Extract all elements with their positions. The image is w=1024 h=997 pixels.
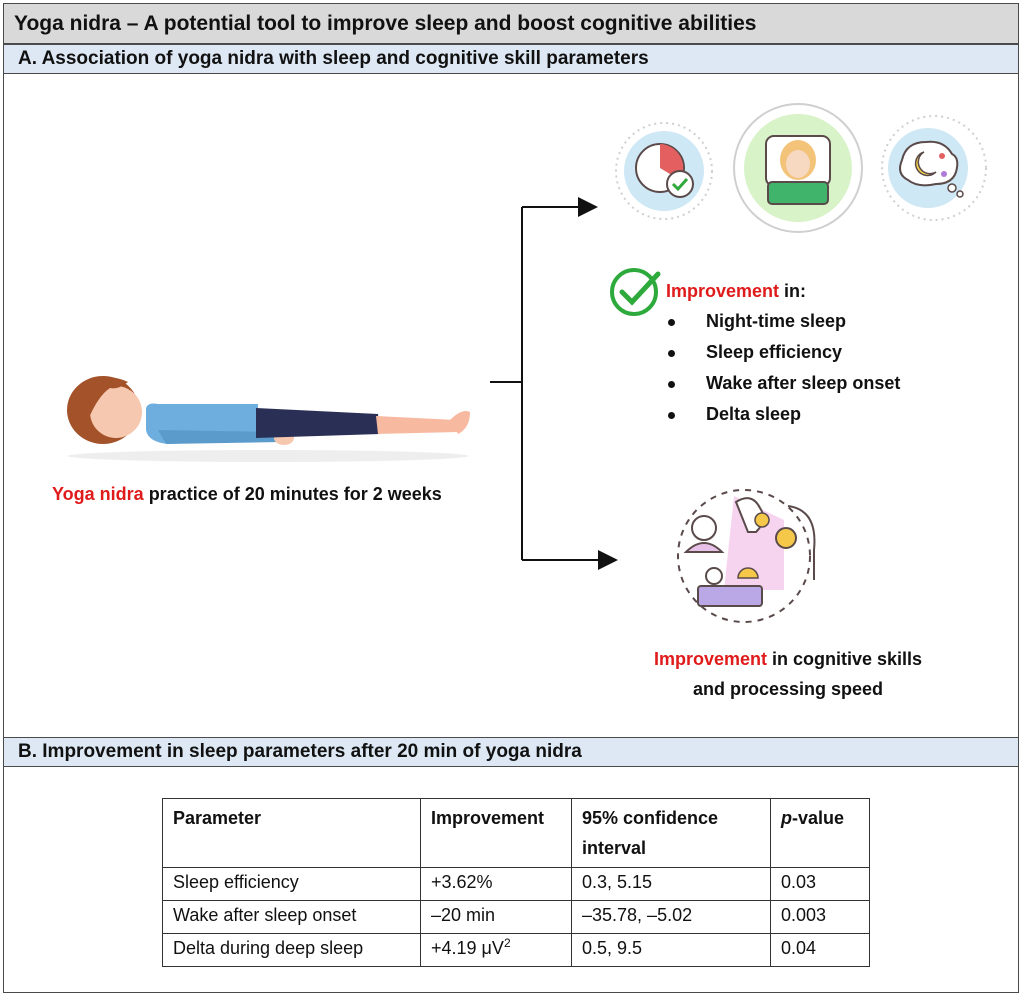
table-header-row: Parameter Improvement 95% confidence inte…: [162, 798, 870, 868]
figure-title: Yoga nidra – A potential tool to improve…: [4, 4, 1018, 44]
cell-p: 0.04: [770, 933, 870, 967]
moon-stars-icon: [899, 140, 964, 198]
cell-parameter: Sleep efficiency: [162, 867, 421, 901]
list-item: Sleep efficiency: [664, 337, 900, 368]
cell-improvement-sup: 2: [503, 936, 511, 950]
list-item-label: Wake after sleep onset: [706, 373, 901, 393]
list-item-label: Sleep efficiency: [706, 342, 843, 362]
sleeping-person-icon: [765, 135, 831, 205]
header-ci: 95% confidence interval: [571, 798, 771, 868]
check-circle-icon: [610, 268, 661, 316]
practice-caption: Yoga nidra practice of 20 minutes for 2 …: [52, 484, 442, 505]
practice-highlight: Yoga nidra: [52, 484, 144, 504]
sleep-improvement-heading: Improvement in:: [666, 281, 806, 302]
header-p-rest: -value: [792, 808, 845, 828]
list-item: Night-time sleep: [664, 306, 900, 337]
practice-text: practice of 20 minutes for 2 weeks: [143, 484, 442, 504]
header-ci-line1: 95% confidence: [582, 808, 719, 828]
cell-improvement-value: +4.19 μV: [431, 938, 504, 958]
cognitive-highlight: Improvement: [653, 649, 767, 669]
person-lying-icon: [67, 376, 470, 462]
sleep-parameters-table: Parameter Improvement 95% confidence inte…: [162, 798, 870, 967]
header-parameter: Parameter: [162, 798, 421, 868]
cell-ci: –35.78, –5.02: [571, 900, 771, 934]
bullet: [668, 412, 675, 419]
list-item-label: Night-time sleep: [706, 311, 847, 331]
cell-ci: 0.3, 5.15: [571, 867, 771, 901]
cell-parameter: Wake after sleep onset: [162, 900, 421, 934]
cognitive-caption: Improvement in cognitive skills and proc…: [638, 644, 938, 704]
bullet: [668, 381, 675, 388]
table-row: Delta during deep sleep +4.19 μV2 0.5, 9…: [162, 933, 870, 967]
list-item: Wake after sleep onset: [664, 368, 900, 399]
sleep-icons-row: [615, 103, 987, 233]
list-item-label: Delta sleep: [706, 404, 802, 424]
sleep-improvement-rest: in:: [779, 281, 807, 301]
sleep-clock-icon: [635, 143, 694, 198]
header-ci-line2: interval: [582, 838, 647, 858]
cell-parameter: Delta during deep sleep: [162, 933, 421, 967]
cognitive-skills-icon: [677, 489, 816, 623]
header-p-italic: p: [781, 808, 792, 828]
table-row: Wake after sleep onset –20 min –35.78, –…: [162, 900, 870, 934]
section-a-heading: A. Association of yoga nidra with sleep …: [4, 44, 1018, 74]
table-row: Sleep efficiency +3.62% 0.3, 5.15 0.03: [162, 867, 870, 901]
sleep-improvement-highlight: Improvement: [666, 281, 780, 301]
cell-p: 0.03: [770, 867, 870, 901]
bullet: [668, 350, 675, 357]
cell-improvement: +4.19 μV2: [420, 933, 572, 967]
figure-frame: Yoga nidra – A potential tool to improve…: [3, 3, 1019, 993]
cell-improvement: +3.62%: [420, 867, 572, 901]
header-improvement: Improvement: [420, 798, 572, 868]
cognitive-rest: in cognitive skills: [766, 649, 923, 669]
cell-improvement: –20 min: [420, 900, 572, 934]
section-b-heading: B. Improvement in sleep parameters after…: [4, 737, 1018, 767]
list-item: Delta sleep: [664, 399, 900, 430]
header-p-value: p-value: [770, 798, 870, 868]
sleep-improvement-list: Night-time sleep Sleep efficiency Wake a…: [664, 306, 900, 430]
bullet: [668, 319, 675, 326]
cognitive-caption-line1: Improvement in cognitive skills: [638, 644, 938, 674]
cell-p: 0.003: [770, 900, 870, 934]
cognitive-caption-line2: and processing speed: [692, 679, 884, 699]
cell-ci: 0.5, 9.5: [571, 933, 771, 967]
